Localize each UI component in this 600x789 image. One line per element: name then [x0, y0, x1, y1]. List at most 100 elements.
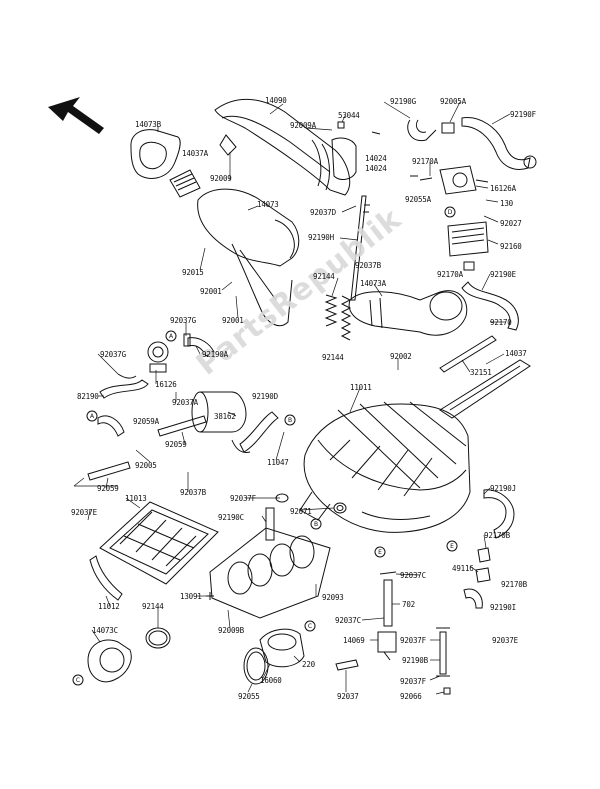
- part-label-92009a: 92009A: [290, 121, 316, 130]
- front-direction-arrow-icon: [48, 97, 104, 134]
- part-label-92190a: 92190A: [202, 350, 228, 359]
- drain-tube-702: [379, 571, 397, 627]
- part-label-92059b: 92059: [97, 484, 119, 493]
- part-label-92190i: 92190I: [490, 603, 516, 612]
- part-label-14090: 14090: [265, 96, 287, 105]
- callout-letter: A: [90, 413, 95, 420]
- cap-16060: [259, 628, 305, 668]
- leader-lines: [73, 101, 511, 695]
- duct-cap-14073b: [130, 129, 181, 179]
- pipe-92059: [87, 415, 207, 481]
- part-label-702: 702: [402, 600, 415, 609]
- part-label-49116: 49116: [452, 564, 474, 573]
- hose-92190h: [350, 195, 370, 301]
- part-label-92170a2: 92170A: [437, 270, 463, 279]
- part-label-92190e: 92190E: [490, 270, 516, 279]
- bolt-13091: [206, 592, 214, 600]
- valve-16126: [147, 341, 169, 373]
- part-label-92037b: 92037B: [355, 261, 381, 270]
- part-label-92037f: 92037F: [230, 494, 256, 503]
- part-label-92190h: 92190H: [308, 233, 334, 242]
- clamp-92144: [145, 627, 171, 649]
- spring-92144: [324, 294, 352, 341]
- hose-92190f: [461, 117, 537, 170]
- part-label-92009b: 92009B: [218, 626, 244, 635]
- part-label-92170a: 92170A: [412, 157, 438, 166]
- part-label-14024a: 14024: [365, 154, 387, 163]
- part-label-92037g: 92037G: [170, 316, 196, 325]
- part-label-92055a: 92055A: [405, 195, 431, 204]
- part-label-92037a: 92037A: [172, 398, 198, 407]
- part-label-92001b: 92001: [222, 316, 244, 325]
- part-label-92015: 92015: [182, 268, 204, 277]
- part-label-92037b2: 92037B: [180, 488, 206, 497]
- part-label-11013: 11013: [125, 494, 147, 503]
- duct-14073c: [87, 639, 132, 683]
- part-label-11047: 11047: [267, 458, 289, 467]
- part-label-92170b2: 92170B: [501, 580, 527, 589]
- callout-letter: E: [450, 543, 454, 550]
- hose-92190e: [461, 261, 519, 331]
- canister-38162: [191, 391, 247, 433]
- part-label-130: 130: [500, 199, 513, 208]
- lower-duct-14073: [197, 188, 300, 327]
- hose-92190d: [231, 411, 279, 453]
- part-label-38162: 38162: [214, 412, 236, 421]
- part-label-92027: 92027: [500, 219, 522, 228]
- cover-92160: [447, 221, 489, 257]
- part-label-14073: 14073: [257, 200, 279, 209]
- airbox-11011: [299, 401, 471, 533]
- part-label-92170b: 92170B: [484, 531, 510, 540]
- part-label-92037f2: 92037F: [400, 636, 426, 645]
- part-label-92059a: 92059: [165, 440, 187, 449]
- seal-92055: [243, 647, 269, 685]
- part-label-14069: 14069: [343, 636, 365, 645]
- part-label-92001a: 92001: [200, 287, 222, 296]
- part-label-92037e: 92037E: [71, 508, 97, 517]
- part-label-92093: 92093: [322, 593, 344, 602]
- hose-82190: [99, 373, 149, 399]
- plug-14069: [377, 631, 397, 661]
- part-label-16126: 16126: [155, 380, 177, 389]
- hose-92190g: [407, 119, 455, 142]
- part-label-92066: 92066: [400, 692, 422, 701]
- part-label-82190: 82190: [77, 392, 99, 401]
- part-label-92055: 92055: [238, 692, 260, 701]
- part-label-92160: 92160: [500, 242, 522, 251]
- valve-92170b: [475, 547, 491, 583]
- callout-letter: E: [378, 549, 382, 556]
- part-label-92037d: 92037D: [310, 208, 336, 217]
- callout-letter: B: [314, 521, 318, 528]
- hose-92190j: [483, 489, 515, 539]
- callout-letter: C: [76, 677, 80, 684]
- callout-d-icon: [444, 206, 456, 218]
- tube-92190b: [436, 627, 450, 677]
- part-label-220: 220: [302, 660, 315, 669]
- snorkel-14073a: [348, 290, 468, 336]
- upper-duct-14090: [214, 98, 351, 196]
- gasket-92093: [209, 527, 331, 619]
- part-label-92005: 92005: [135, 461, 157, 470]
- part-label-92037c2: 92037C: [335, 616, 361, 625]
- callout-letter: A: [169, 333, 174, 340]
- part-label-11012: 11012: [98, 602, 120, 611]
- callout-letter: D: [448, 209, 453, 216]
- callout-c-icon: [72, 620, 316, 686]
- part-label-14037a: 14037A: [182, 149, 208, 158]
- part-label-11011: 11011: [350, 383, 372, 392]
- callout-b-icon: [284, 414, 322, 530]
- part-label-92071: 92071: [290, 507, 312, 516]
- hose-92190i: [463, 588, 483, 609]
- part-label-14024b: 14024: [365, 164, 387, 173]
- part-label-92009: 92009: [210, 174, 232, 183]
- plate-14037: [439, 359, 531, 419]
- part-label-92170: 92170: [490, 318, 512, 327]
- part-label-92037: 92037: [337, 692, 359, 701]
- part-label-92190j: 92190J: [490, 484, 516, 493]
- hose-92059a: [97, 415, 125, 437]
- part-label-92190d: 92190D: [252, 392, 278, 401]
- part-label-92037c: 92037C: [400, 571, 426, 580]
- part-label-14073a: 14073A: [360, 279, 386, 288]
- grille-14037a: [169, 169, 201, 198]
